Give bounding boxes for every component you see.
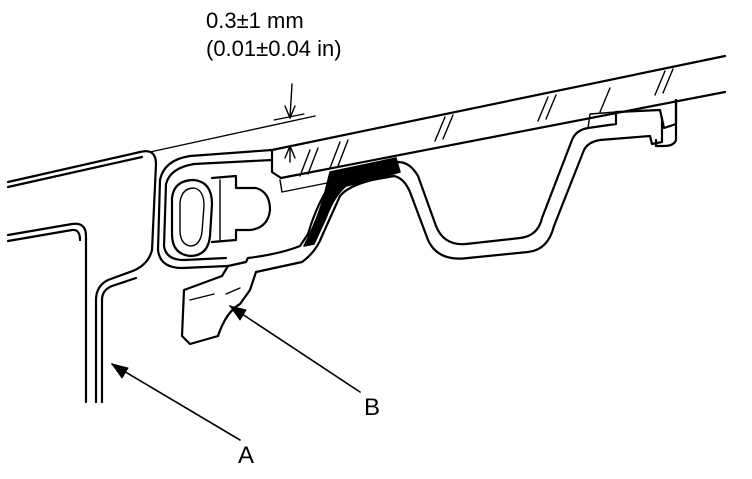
dimension-indicator [273,83,305,163]
molding-clip [156,148,274,270]
molding-b [180,98,678,346]
dimension-metric: 0.3±1 mm [206,8,304,33]
callout-label-b: B [364,394,381,421]
roof-panel-a [6,115,316,404]
callout-label-a: A [238,442,255,469]
dimension-imperial: (0.01±0.04 in) [206,36,342,61]
sealant-strip [303,157,401,247]
leader-line-a [111,363,241,441]
leader-line-b [229,305,361,393]
windshield-glass [270,54,727,180]
